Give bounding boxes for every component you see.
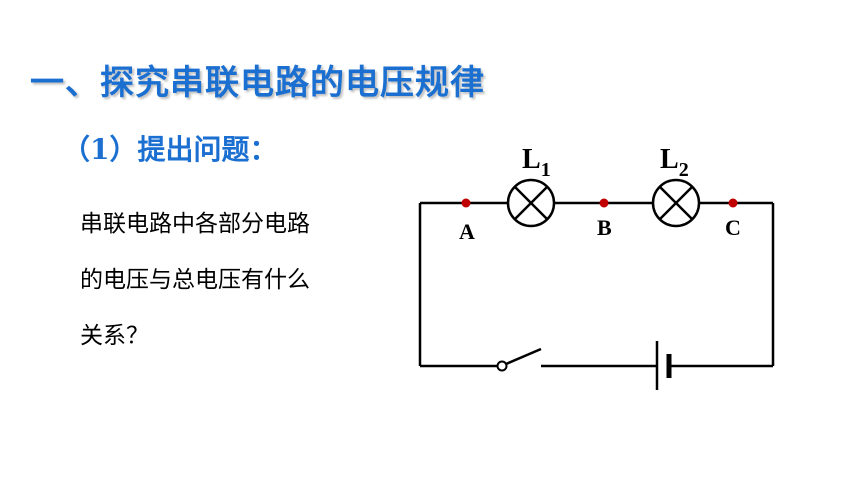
point-b-marker	[599, 198, 609, 208]
page-title: 一、探究串联电路的电压规律	[30, 63, 485, 103]
point-b-label: B	[597, 215, 612, 240]
lamp-l1-cross-b	[514, 186, 548, 220]
switch	[496, 347, 542, 372]
lamp-l2-label: L2	[660, 144, 689, 181]
lamp-l2	[651, 178, 701, 228]
lamp-l1-label: L1	[522, 144, 551, 181]
lamp-l1	[506, 178, 556, 228]
question-line-2: 的电压与总电压有什么	[80, 267, 310, 293]
switch-lever	[505, 347, 542, 366]
question-text: 串联电路中各部分电路 的电压与总电压有什么 关系？	[80, 196, 380, 364]
section-subtitle: （1）提出问题：	[62, 133, 278, 166]
point-a-marker	[461, 198, 471, 208]
question-line-1: 串联电路中各部分电路	[80, 211, 310, 237]
point-c-marker	[728, 198, 738, 208]
question-line-3: 关系？	[80, 323, 149, 349]
point-c-label: C	[725, 215, 741, 240]
point-a-label: A	[459, 219, 475, 244]
battery	[655, 341, 672, 390]
lamp-l2-cross-b	[659, 186, 693, 220]
switch-pivot	[496, 360, 508, 372]
